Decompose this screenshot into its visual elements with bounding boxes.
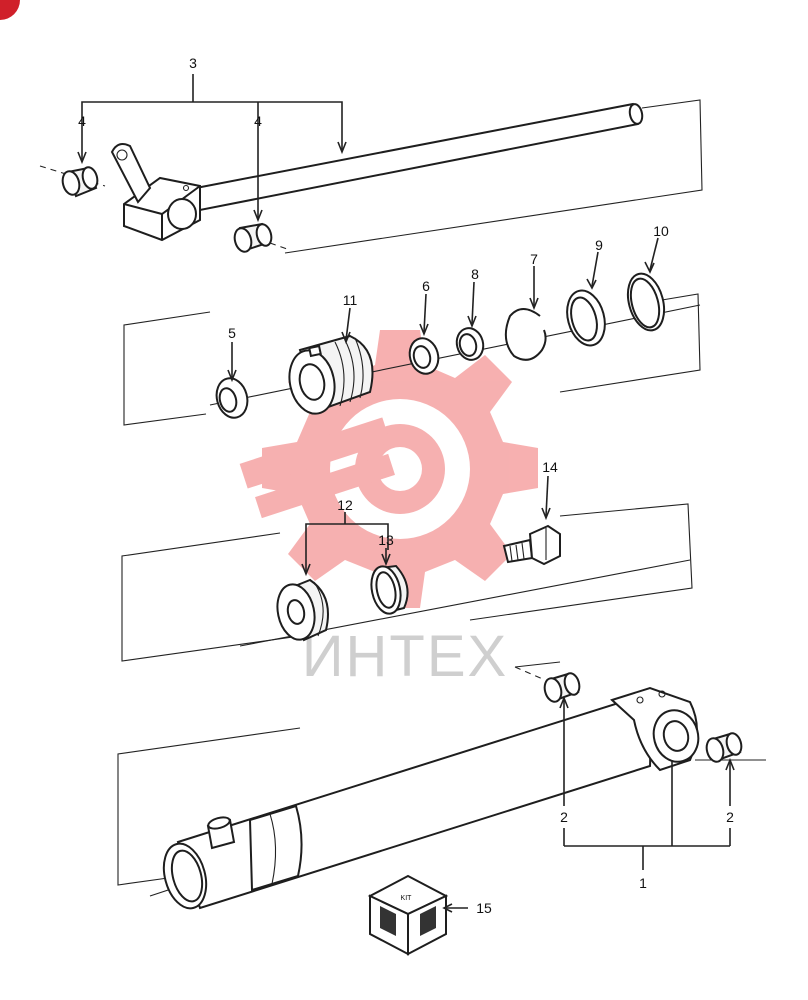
part-5-seal [215, 377, 249, 419]
cylinder-barrel [176, 698, 652, 910]
part-10-seal-ring [626, 272, 666, 332]
callout-8: 8 [471, 266, 479, 282]
gland-parts: 12 13 14 [121, 459, 693, 662]
callout-12: 12 [337, 497, 353, 513]
callout-15: 15 [476, 900, 492, 916]
corner-badge [0, 0, 20, 20]
kit-logo-left [380, 906, 396, 936]
callout-3: 3 [189, 55, 197, 71]
bushing-left [61, 166, 99, 198]
callout-7: 7 [530, 251, 538, 267]
callout-6: 6 [422, 278, 430, 294]
callout-2-left: 2 [560, 809, 568, 825]
callout-9: 9 [595, 237, 603, 253]
callout-4-left: 4 [78, 113, 86, 129]
seal-kit: KIT 15 [367, 874, 492, 956]
part-12-gland [276, 578, 329, 642]
watermark-text: ИНТЕХ [302, 624, 508, 689]
rod-eye-block [110, 143, 201, 242]
callout-10: 10 [653, 223, 669, 239]
bushing-right [233, 222, 273, 253]
callout-11: 11 [343, 292, 358, 308]
piston-rod [194, 102, 641, 212]
kit-label: KIT [401, 895, 413, 902]
part-13-ring [370, 564, 409, 615]
callout-13: 13 [378, 532, 394, 548]
callout-14: 14 [542, 459, 558, 475]
part-7-snap-ring [504, 308, 547, 361]
part-11-piston [288, 334, 374, 415]
piston-parts: 5 11 6 8 7 9 10 [123, 223, 701, 426]
part-14-bolt [502, 524, 561, 566]
callout-5: 5 [228, 325, 236, 341]
part-9-backup-ring [566, 289, 606, 347]
part-8-o-ring [455, 327, 485, 361]
part-6-wear-ring [408, 337, 440, 375]
callout-2-right: 2 [726, 809, 734, 825]
callout-4-right: 4 [254, 113, 262, 129]
bushing-right [705, 732, 743, 763]
bushing-upper [543, 672, 581, 703]
kit-logo-right [420, 906, 436, 936]
barrel-assembly: 2 2 1 [117, 661, 766, 910]
callout-1: 1 [639, 875, 647, 891]
rod-assembly: 3 4 4 [39, 55, 703, 254]
